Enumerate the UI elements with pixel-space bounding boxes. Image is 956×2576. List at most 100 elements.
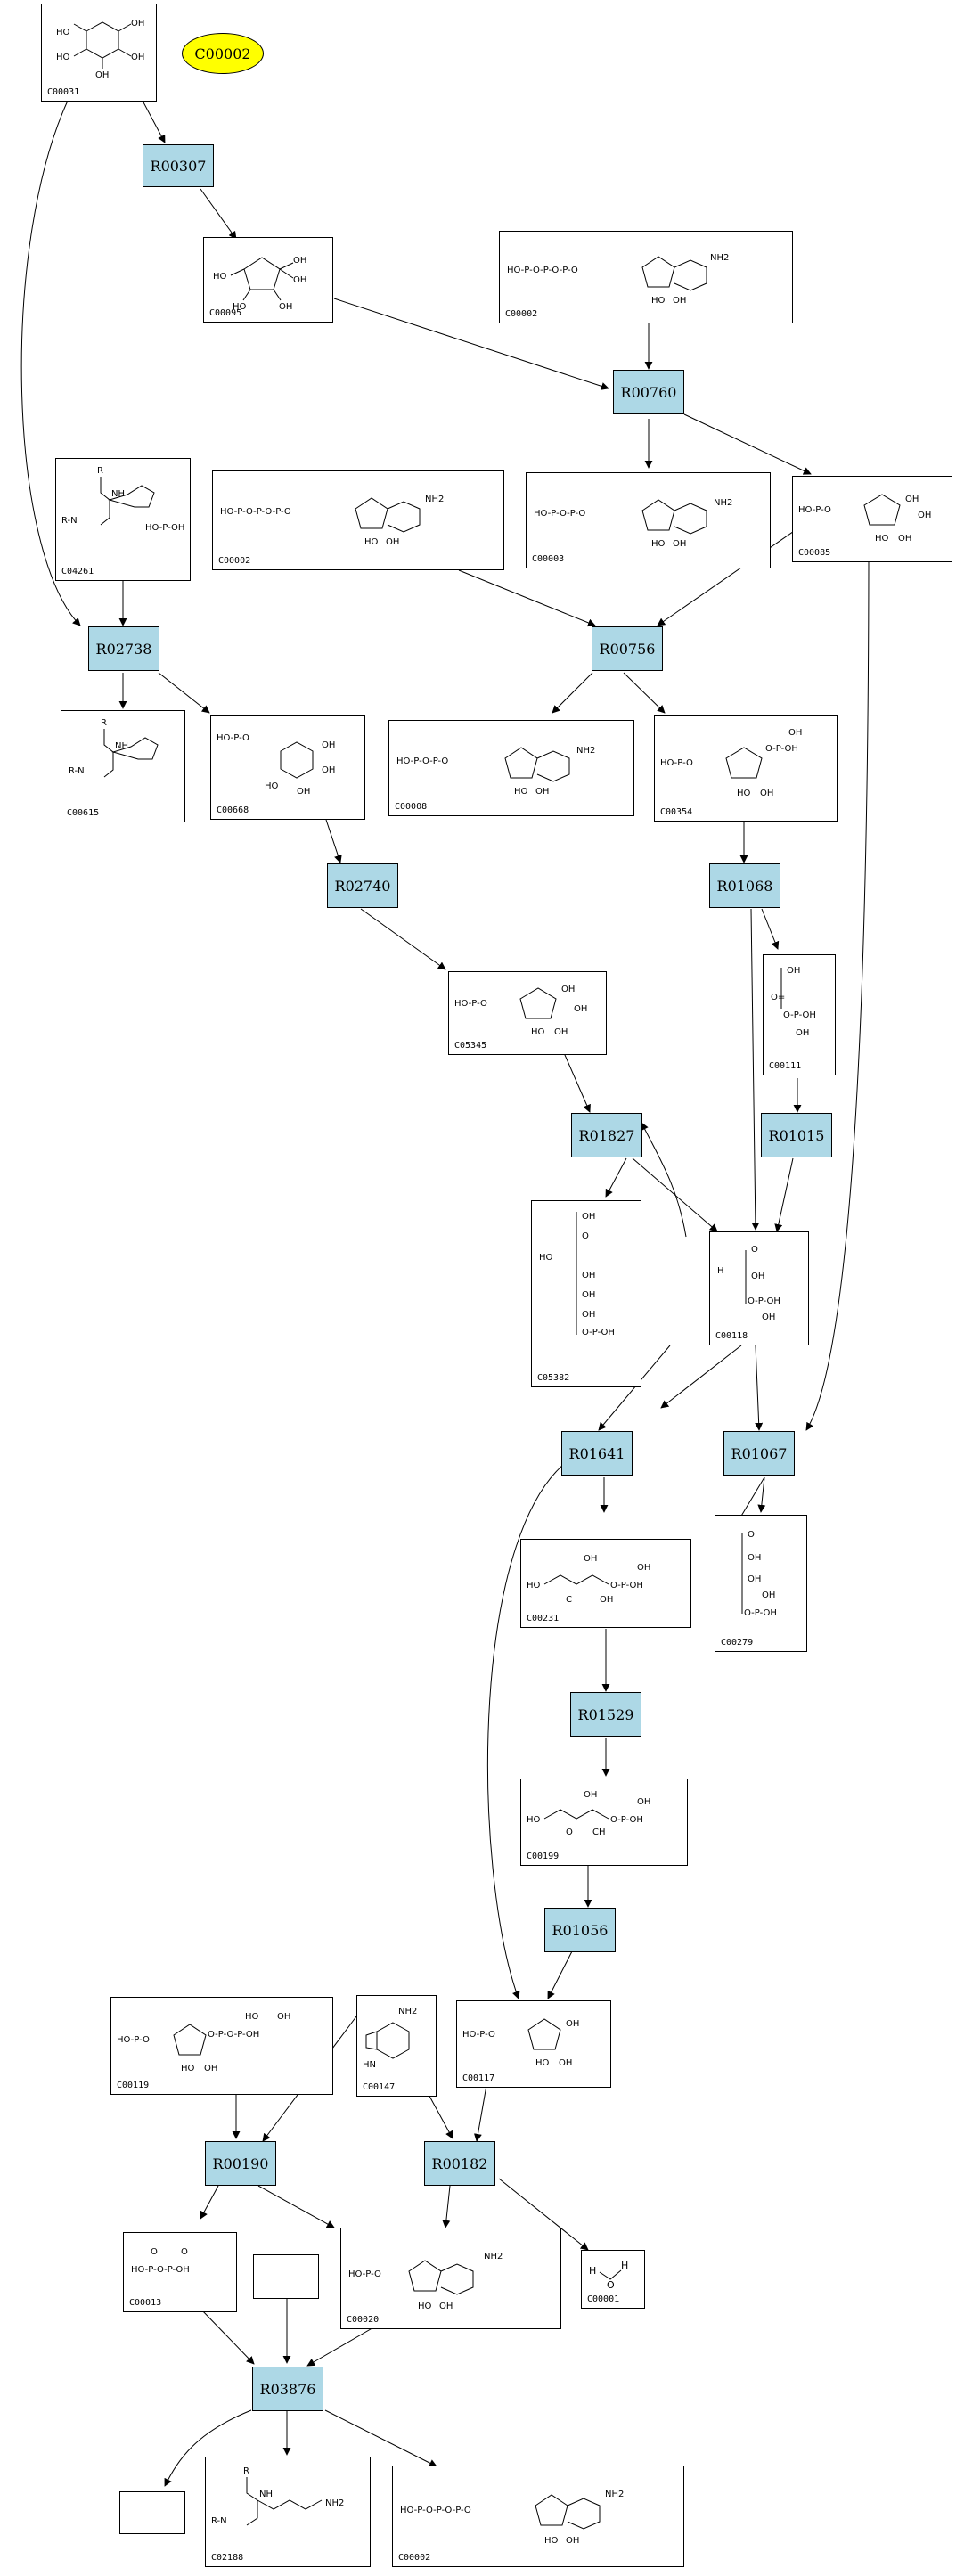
water-structure-icon: HOH xyxy=(589,2260,628,2291)
reaction-r01056[interactable]: R01056 xyxy=(544,1908,616,1952)
svg-text:HO-P-O-P-O-P-O: HO-P-O-P-O-P-O xyxy=(507,266,578,275)
svg-text:OH: OH xyxy=(559,2058,572,2068)
unlabeled-compound-box[interactable] xyxy=(253,2254,319,2299)
reaction-r00760[interactable]: R00760 xyxy=(613,370,684,414)
compound-id: C00002 xyxy=(398,2553,431,2563)
compound-id: C00199 xyxy=(527,1852,560,1861)
svg-text:HN: HN xyxy=(363,2060,376,2070)
reaction-r02738[interactable]: R02738 xyxy=(88,626,159,671)
svg-text:HO: HO xyxy=(651,539,666,549)
reaction-r01529[interactable]: R01529 xyxy=(570,1692,641,1737)
svg-text:OH: OH xyxy=(582,1290,595,1300)
compound-id: C00119 xyxy=(117,2081,150,2090)
compound-id: C05345 xyxy=(454,1041,487,1051)
svg-text:O=: O= xyxy=(771,993,785,1002)
reaction-r02740[interactable]: R02740 xyxy=(327,863,398,908)
reaction-r00756[interactable]: R00756 xyxy=(592,626,663,671)
svg-text:OH: OH xyxy=(584,1554,597,1564)
svg-text:OH: OH xyxy=(582,1212,595,1222)
svg-text:R: R xyxy=(243,2466,249,2476)
compound-id: C02188 xyxy=(211,2553,244,2563)
svg-text:CH: CH xyxy=(592,1828,606,1837)
svg-text:OH: OH xyxy=(554,1027,568,1037)
reaction-r01068[interactable]: R01068 xyxy=(709,863,780,908)
svg-text:O: O xyxy=(748,1530,755,1540)
svg-text:H: H xyxy=(621,2260,628,2271)
svg-text:OH: OH xyxy=(574,1004,587,1014)
svg-text:R: R xyxy=(97,466,103,476)
reaction-r01067[interactable]: R01067 xyxy=(723,1431,795,1476)
svg-text:C: C xyxy=(566,1595,572,1605)
svg-text:OH: OH xyxy=(204,2064,217,2073)
peptide-histidine-structure-icon: R NHR-N xyxy=(69,718,159,778)
svg-text:O: O xyxy=(151,2247,158,2257)
svg-text:HO: HO xyxy=(364,537,379,547)
svg-text:NH2: NH2 xyxy=(398,2007,417,2016)
compound-id: C05382 xyxy=(537,1373,570,1383)
focus-compound-ellipse[interactable]: C00002 xyxy=(182,33,264,74)
svg-text:HO: HO xyxy=(737,789,751,798)
reaction-r03876[interactable]: R03876 xyxy=(252,2367,323,2411)
svg-text:O-P-OH: O-P-OH xyxy=(610,1815,643,1825)
reaction-r00190[interactable]: R00190 xyxy=(205,2141,276,2186)
svg-text:HO: HO xyxy=(56,53,70,62)
svg-text:OH: OH xyxy=(322,765,335,775)
svg-text:OH: OH xyxy=(386,537,399,547)
svg-text:HO-P-O-P-O: HO-P-O-P-O xyxy=(396,756,448,766)
svg-text:OH: OH xyxy=(566,2536,579,2546)
svg-text:OH: OH xyxy=(637,1797,650,1807)
svg-text:R-N: R-N xyxy=(211,2516,227,2526)
compound-id: C00615 xyxy=(67,808,100,818)
svg-text:HO: HO xyxy=(544,2536,559,2546)
svg-text:R-N: R-N xyxy=(69,766,85,776)
reaction-r01641[interactable]: R01641 xyxy=(561,1431,633,1476)
svg-text:R: R xyxy=(101,718,107,728)
svg-text:H: H xyxy=(717,1266,724,1276)
svg-text:O: O xyxy=(181,2247,188,2257)
compound-c00147[interactable]: NH2 HN C00147 xyxy=(356,1995,437,2097)
reaction-r01015[interactable]: R01015 xyxy=(761,1113,832,1157)
svg-text:HO: HO xyxy=(531,1027,545,1037)
reaction-r00182[interactable]: R00182 xyxy=(424,2141,495,2186)
svg-text:HO: HO xyxy=(265,781,279,791)
svg-text:HO-P-O-P-O-P-O: HO-P-O-P-O-P-O xyxy=(400,2506,471,2515)
svg-text:OH: OH xyxy=(637,1563,650,1573)
reaction-r00307[interactable]: R00307 xyxy=(143,144,214,187)
unlabeled-compound-box[interactable] xyxy=(119,2491,185,2534)
svg-text:O: O xyxy=(566,1828,573,1837)
reaction-r01827[interactable]: R01827 xyxy=(571,1113,642,1157)
svg-text:O: O xyxy=(751,1245,758,1255)
svg-text:HO-P-OH: HO-P-OH xyxy=(145,523,184,533)
